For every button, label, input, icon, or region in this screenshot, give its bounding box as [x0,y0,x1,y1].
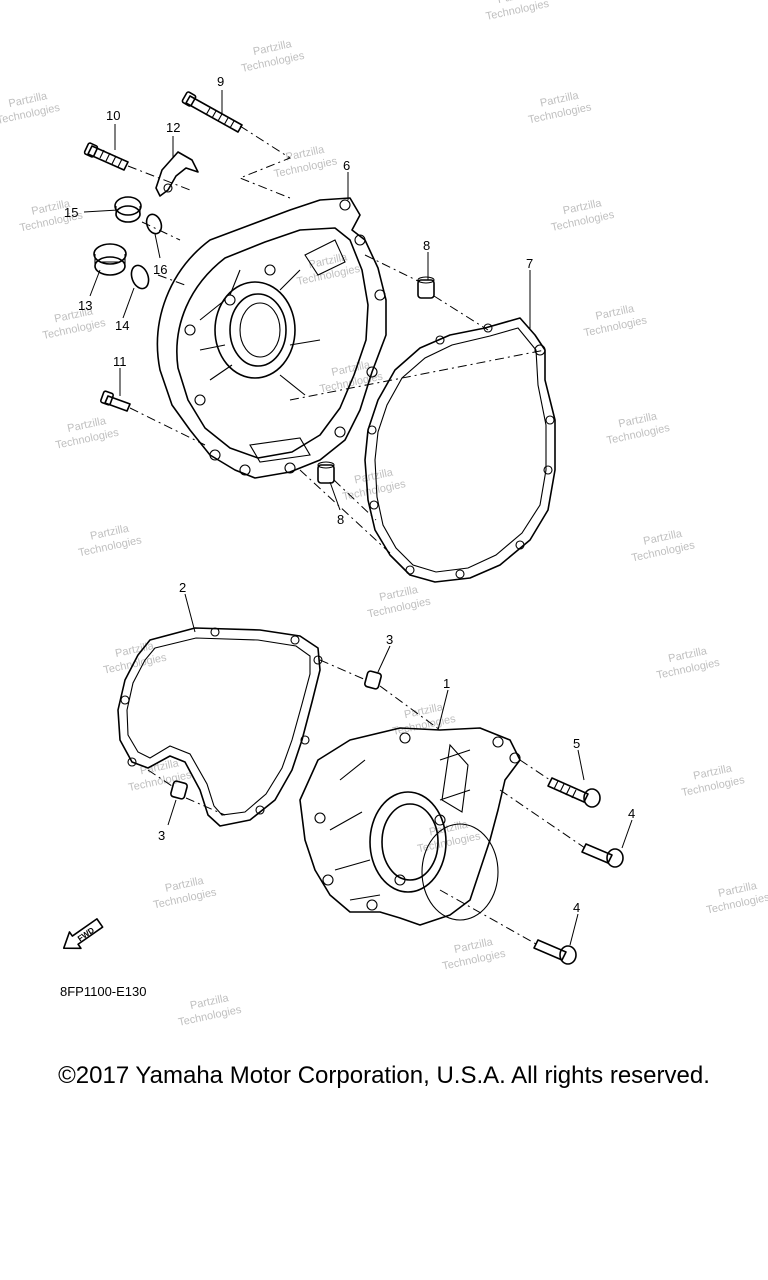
copyright-notice: ©2017 Yamaha Motor Corporation, U.S.A. A… [58,1062,710,1089]
callouts: 9 10 12 15 16 13 14 11 6 8 7 8 2 3 1 3 5… [64,74,635,915]
alignment-lines-upper [127,125,546,554]
crankcase-cover-6[interactable] [156,197,387,479]
leader-lines [83,90,633,946]
callout-16[interactable]: 16 [153,262,167,277]
dowel-pin-3-upper[interactable] [364,670,382,690]
callout-13[interactable]: 13 [78,298,92,313]
callout-8-upper[interactable]: 8 [423,238,430,253]
callout-9[interactable]: 9 [217,74,224,89]
callout-3-upper[interactable]: 3 [386,632,393,647]
diagram-code: 8FP1100-E130 [60,984,147,999]
callout-3-lower[interactable]: 3 [158,828,165,843]
callout-8-lower[interactable]: 8 [337,512,344,527]
bolt-4-lower[interactable] [533,939,577,965]
bolt-9[interactable] [181,91,243,133]
plug-13[interactable] [93,243,127,276]
callout-6[interactable]: 6 [343,158,350,173]
callout-2[interactable]: 2 [179,580,186,595]
fwd-arrow-icon: FWD [62,918,104,950]
generator-cover-1[interactable] [299,727,521,926]
callout-12[interactable]: 12 [166,120,180,135]
callout-1[interactable]: 1 [443,676,450,691]
bolt-5[interactable] [547,777,601,808]
callout-4-lower[interactable]: 4 [573,900,580,915]
dowel-pin-8-upper[interactable] [417,276,435,299]
callout-15[interactable]: 15 [64,205,78,220]
dowel-pin-8-lower[interactable] [317,461,335,484]
dowel-pin-3-lower[interactable] [170,780,188,800]
svg-text:Technologies: Technologies [485,0,551,23]
callout-10[interactable]: 10 [106,108,120,123]
o-ring-16[interactable] [144,212,164,236]
bolt-11[interactable] [100,390,131,412]
callout-5[interactable]: 5 [573,736,580,751]
callout-14[interactable]: 14 [115,318,129,333]
bolt-4-upper[interactable] [581,843,624,868]
bolt-10[interactable] [83,142,129,171]
gasket-2[interactable] [117,627,323,827]
callout-7[interactable]: 7 [526,256,533,271]
callout-11[interactable]: 11 [113,354,127,369]
callout-4-upper[interactable]: 4 [628,806,635,821]
clip-12[interactable] [155,151,199,197]
o-ring-14[interactable] [128,263,151,291]
gasket-7[interactable] [364,317,556,583]
plug-15[interactable] [114,196,142,223]
alignment-lines-lower [147,659,586,945]
